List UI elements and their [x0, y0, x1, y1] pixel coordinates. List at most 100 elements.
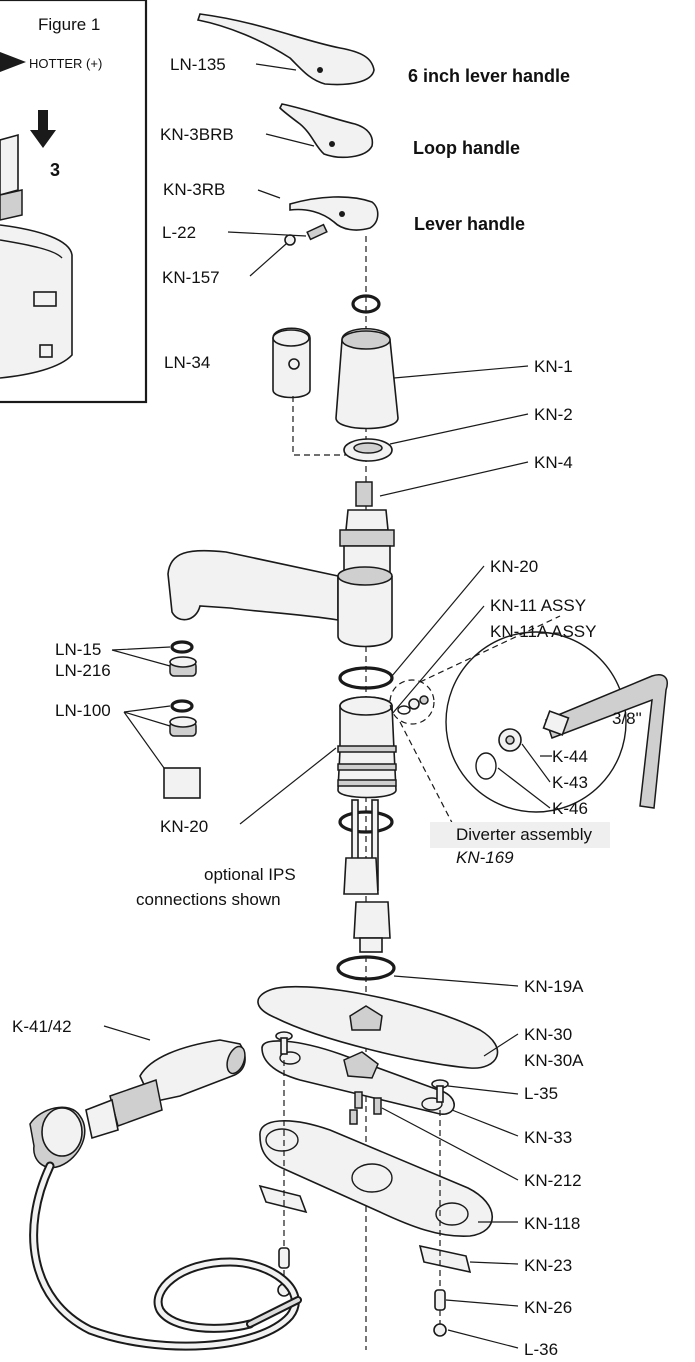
label-kn33: KN-33 [524, 1128, 572, 1147]
label-kn11: KN-11 ASSY [490, 596, 586, 615]
part-kn1 [335, 328, 399, 430]
label-ips-line1: optional IPS [204, 865, 296, 884]
leader-kn3brb [265, 133, 315, 147]
leader-kn30 [483, 1033, 519, 1057]
handle-ln135 [196, 13, 375, 86]
label-kn20-top: KN-20 [490, 557, 538, 576]
label-kn2: KN-2 [534, 405, 573, 424]
label-l36: L-36 [524, 1340, 558, 1359]
label-ln135: LN-135 [170, 55, 226, 74]
part-hose [29, 1161, 302, 1351]
top-oring [351, 294, 381, 314]
arrow-down-icon [30, 110, 56, 148]
label-kn157: KN-157 [162, 268, 220, 287]
leader-l22 [227, 231, 307, 237]
label-lever-handle: Lever handle [414, 214, 525, 234]
part-kn23-brackets [258, 1184, 472, 1274]
hotter-direction-label: HOTTER (+) [29, 56, 102, 71]
label-k44: K-44 [552, 747, 588, 766]
label-six-inch-lever-handle: 6 inch lever handle [408, 66, 570, 86]
leader-l35 [447, 1085, 519, 1095]
oring-kn19a [336, 955, 396, 981]
leader-kn2 [389, 413, 529, 445]
label-kn26: KN-26 [524, 1298, 572, 1317]
label-l35: L-35 [524, 1084, 558, 1103]
leader-ln100 [123, 705, 171, 769]
label-ln15: LN-15 [55, 640, 101, 659]
leader-kn20-top [391, 565, 485, 677]
label-kn20-bottom: KN-20 [160, 817, 208, 836]
label-diverter-part-number: KN-169 [456, 848, 514, 867]
leader-k4142 [103, 1025, 151, 1041]
label-kn19a: KN-19A [524, 977, 584, 996]
label-ln34: LN-34 [164, 353, 210, 372]
label-kn3brb: KN-3BRB [160, 125, 234, 144]
sprayer-holder-icon [29, 1106, 86, 1169]
hex-wrench-icon [545, 674, 668, 809]
screw-l35 [275, 1031, 449, 1103]
part-ln15-ln216 [169, 640, 197, 677]
screw-kn157 [284, 234, 296, 246]
part-kn30-escutcheon [257, 985, 499, 1069]
leader-kn26 [445, 1299, 519, 1307]
label-kn4: KN-4 [534, 453, 573, 472]
part-ln100 [163, 699, 201, 799]
oring-kn20-bottom [338, 810, 394, 834]
part-kn118-gasket [259, 1120, 494, 1237]
label-kn212: KN-212 [524, 1171, 582, 1190]
part-ln34 [272, 327, 311, 399]
leader-diverter-parts [497, 743, 552, 809]
leader-kn19a [393, 975, 519, 987]
leader-ln34 [292, 396, 346, 456]
label-l22: L-22 [162, 223, 196, 242]
leader-kn3rb [257, 189, 281, 199]
label-diverter-caption: Diverter assembly [456, 825, 593, 844]
cartridge-illustration [0, 133, 73, 379]
leader-ln15 [111, 646, 171, 667]
label-k46: K-46 [552, 799, 588, 818]
label-wrench-size: 3/8" [612, 709, 642, 728]
arrow-right-icon [0, 52, 26, 72]
step-number: 3 [50, 160, 60, 180]
part-shanks [343, 799, 391, 953]
part-spout [167, 549, 393, 648]
leader-kn33 [451, 1109, 519, 1137]
part-kn26-spacers [278, 1247, 446, 1311]
leader-ln135 [255, 63, 297, 71]
diverter-inset [389, 615, 668, 843]
leader-kn23 [469, 1261, 519, 1265]
figure-1-inset: Figure 1 HOTTER (+) 3 [0, 0, 148, 404]
screw-l22 [306, 223, 328, 241]
part-k4142-sprayer [85, 1039, 246, 1140]
leader-kn212 [381, 1107, 519, 1181]
part-kn2 [343, 438, 393, 462]
diverter-caption-bg [430, 822, 610, 848]
label-k43: K-43 [552, 773, 588, 792]
label-ips-line2: connections shown [136, 890, 281, 909]
label-kn23: KN-23 [524, 1256, 572, 1275]
figure-title: Figure 1 [38, 15, 100, 34]
leader-kn20-bottom [239, 747, 337, 825]
part-l36-nuts [277, 1283, 447, 1337]
handle-kn3brb [279, 103, 374, 159]
handle-kn3rb [289, 196, 379, 231]
leader-kn11 [391, 605, 485, 715]
oring-kn20-top [338, 666, 394, 690]
label-k4142: K-41/42 [12, 1017, 72, 1036]
leader-l36 [447, 1329, 519, 1349]
label-kn30a: KN-30A [524, 1051, 584, 1070]
label-kn3rb: KN-3RB [163, 180, 225, 199]
label-kn30: KN-30 [524, 1025, 572, 1044]
screws-kn212 [349, 1091, 382, 1125]
part-kn11 [337, 696, 397, 799]
leader-kn157 [249, 243, 287, 277]
label-kn11a: KN-11A ASSY [490, 622, 596, 641]
leader-kn1 [393, 365, 529, 379]
label-loop-handle: Loop handle [413, 138, 520, 158]
label-kn118: KN-118 [524, 1214, 580, 1233]
label-kn1: KN-1 [534, 357, 573, 376]
leader-kn4 [379, 461, 529, 497]
label-ln100: LN-100 [55, 701, 111, 720]
label-ln216: LN-216 [55, 661, 111, 680]
